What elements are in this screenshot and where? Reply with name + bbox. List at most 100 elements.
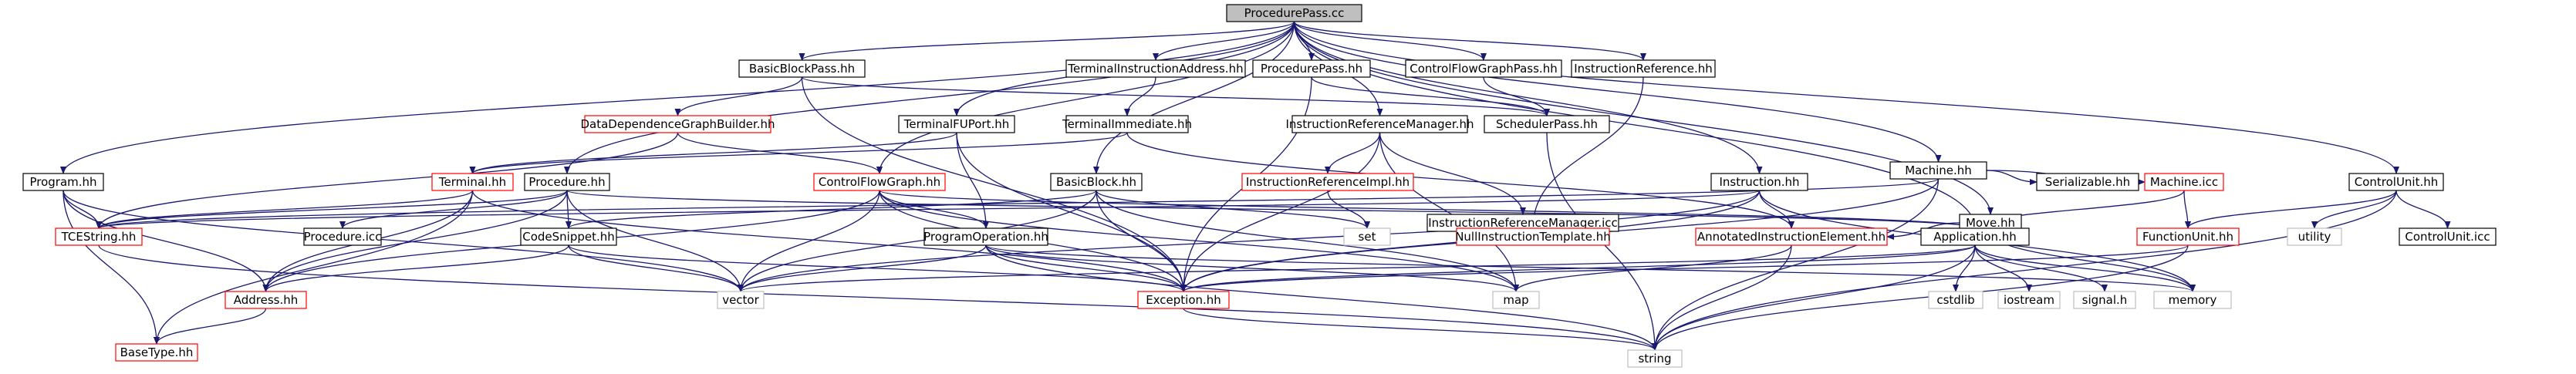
node-box: [717, 291, 765, 309]
graph-node[interactable]: TCEString.hh: [55, 227, 143, 246]
dependency-edge: [566, 190, 1978, 229]
dependency-edge: [568, 244, 1187, 292]
node-label: ControlFlowGraph.hh: [819, 175, 940, 189]
dependency-edge: [674, 76, 803, 116]
node-box: [1920, 227, 2030, 246]
graph-node[interactable]: Terminal.hh: [431, 173, 514, 191]
graph-node[interactable]: Exception.hh: [1137, 291, 1230, 309]
dependency-edge: [1379, 132, 1526, 215]
dependency-edge: [738, 244, 987, 292]
graph-node[interactable]: BaseType.hh: [115, 343, 198, 362]
dependency-edge: [1327, 190, 1370, 229]
node-label: utility: [2298, 230, 2331, 244]
dependency-edge: [1953, 244, 1976, 292]
node-label: iostream: [2004, 293, 2054, 307]
dependency-edge: [1180, 244, 2189, 292]
dependency-edge: [62, 190, 744, 292]
graph-node[interactable]: AnnotatedInstructionElement.hh: [1695, 227, 1888, 246]
node-label: vector: [722, 293, 759, 307]
node-box: [1405, 59, 1562, 78]
node-label: Address.hh: [234, 293, 299, 307]
graph-node[interactable]: InstructionReferenceManager.hh: [1286, 115, 1474, 133]
graph-node[interactable]: DataDependenceGraphBuilder.hh: [580, 115, 775, 133]
graph-node[interactable]: Program.hh: [22, 173, 104, 191]
graph-node[interactable]: CodeSnippet.hh: [520, 227, 617, 246]
graph-node: set: [1343, 227, 1391, 246]
dependency-edge: [1483, 76, 1550, 116]
node-box: [1226, 4, 1362, 22]
graph-node[interactable]: TerminalInstructionAddress.hh: [1065, 59, 1246, 78]
node-box: [1456, 227, 1610, 246]
node-label: TCEString.hh: [61, 230, 137, 244]
graph-node[interactable]: Move.hh: [1959, 214, 2022, 232]
node-box: [2287, 227, 2342, 246]
graph-node[interactable]: Serializable.hh: [2036, 173, 2139, 191]
node-box: [55, 227, 143, 246]
node-box: [524, 173, 610, 191]
node-box: [1928, 291, 1983, 309]
dependency-edge: [738, 244, 1976, 292]
graph-node[interactable]: ProcedurePass.cc: [1226, 4, 1362, 22]
node-label: TerminalInstructionAddress.hh: [1067, 62, 1243, 76]
node-label: Machine.hh: [1905, 163, 1972, 177]
node-box: [1065, 115, 1189, 133]
node-label: set: [1359, 230, 1376, 244]
graph-node[interactable]: ControlFlowGraphPass.hh: [1405, 59, 1562, 78]
dependency-edge: [1293, 21, 1646, 61]
graph-node[interactable]: SchedulerPass.hh: [1484, 115, 1610, 133]
graph-node[interactable]: Address.hh: [225, 291, 307, 309]
node-box: [1492, 291, 1540, 309]
node-box: [738, 59, 866, 78]
dependency-edge: [985, 244, 1658, 351]
node-label: string: [1638, 352, 1671, 366]
node-label: ProcedurePass.hh: [1261, 62, 1362, 76]
node-label: BasicBlock.hh: [1056, 175, 1136, 189]
node-box: [1252, 59, 1371, 78]
graph-node[interactable]: ControlUnit.icc: [2399, 227, 2497, 246]
dependency-edge: [1180, 132, 1381, 292]
node-label: FunctionUnit.hh: [2142, 230, 2233, 244]
dependency-edge: [985, 244, 1187, 292]
graph-node[interactable]: Procedure.icc: [303, 227, 382, 246]
node-box: [2136, 227, 2240, 246]
node-box: [2153, 291, 2232, 309]
graph-node[interactable]: ControlFlowGraph.hh: [813, 173, 946, 191]
node-box: [520, 227, 617, 246]
node-label: Procedure.icc: [304, 230, 382, 244]
dependency-edge: [566, 190, 1097, 229]
dependency-edge: [2311, 190, 2397, 229]
node-label: Terminal.hh: [438, 175, 506, 189]
node-box: [431, 173, 514, 191]
graph-node[interactable]: ControlUnit.hh: [2348, 173, 2444, 191]
graph-node[interactable]: Instruction.hh: [1710, 173, 1808, 191]
dependency-edge: [262, 244, 569, 292]
node-label: InstructionReferenceManager.hh: [1286, 117, 1474, 131]
graph-node[interactable]: ProgramOperation.hh: [923, 227, 1048, 246]
graph-node[interactable]: ProcedurePass.hh: [1252, 59, 1371, 78]
graph-node[interactable]: Machine.icc: [2144, 173, 2224, 191]
dependency-edge: [98, 244, 1658, 351]
graph-node[interactable]: InstructionReferenceManager.icc: [1426, 214, 1619, 232]
dependency-edge: [1096, 190, 1187, 292]
node-label: Serializable.hh: [2045, 175, 2130, 189]
graph-node[interactable]: Machine.hh: [1889, 161, 1987, 180]
node-box: [1137, 291, 1230, 309]
graph-node[interactable]: BasicBlock.hh: [1050, 173, 1143, 191]
node-label: cstdlib: [1936, 293, 1974, 307]
graph-node[interactable]: TerminalImmediate.hh: [1062, 115, 1192, 133]
dependency-edge: [566, 190, 744, 292]
graph-node: vector: [717, 291, 765, 309]
graph-node[interactable]: Procedure.hh: [524, 173, 610, 191]
graph-node[interactable]: InstructionReferenceImpl.hh: [1241, 173, 1414, 191]
dependency-edge: [1530, 76, 1644, 229]
graph-node[interactable]: Application.hh: [1920, 227, 2030, 246]
graph-node[interactable]: FunctionUnit.hh: [2136, 227, 2240, 246]
graph-node[interactable]: BasicBlockPass.hh: [738, 59, 866, 78]
graph-node: signal.h: [2073, 291, 2136, 309]
graph-node[interactable]: InstructionReference.hh: [1571, 59, 1716, 78]
graph-node[interactable]: NullInstructionTemplate.hh: [1455, 227, 1611, 246]
dependency-edge: [2185, 190, 2397, 229]
graph-node[interactable]: TerminalFUPort.hh: [898, 115, 1015, 133]
